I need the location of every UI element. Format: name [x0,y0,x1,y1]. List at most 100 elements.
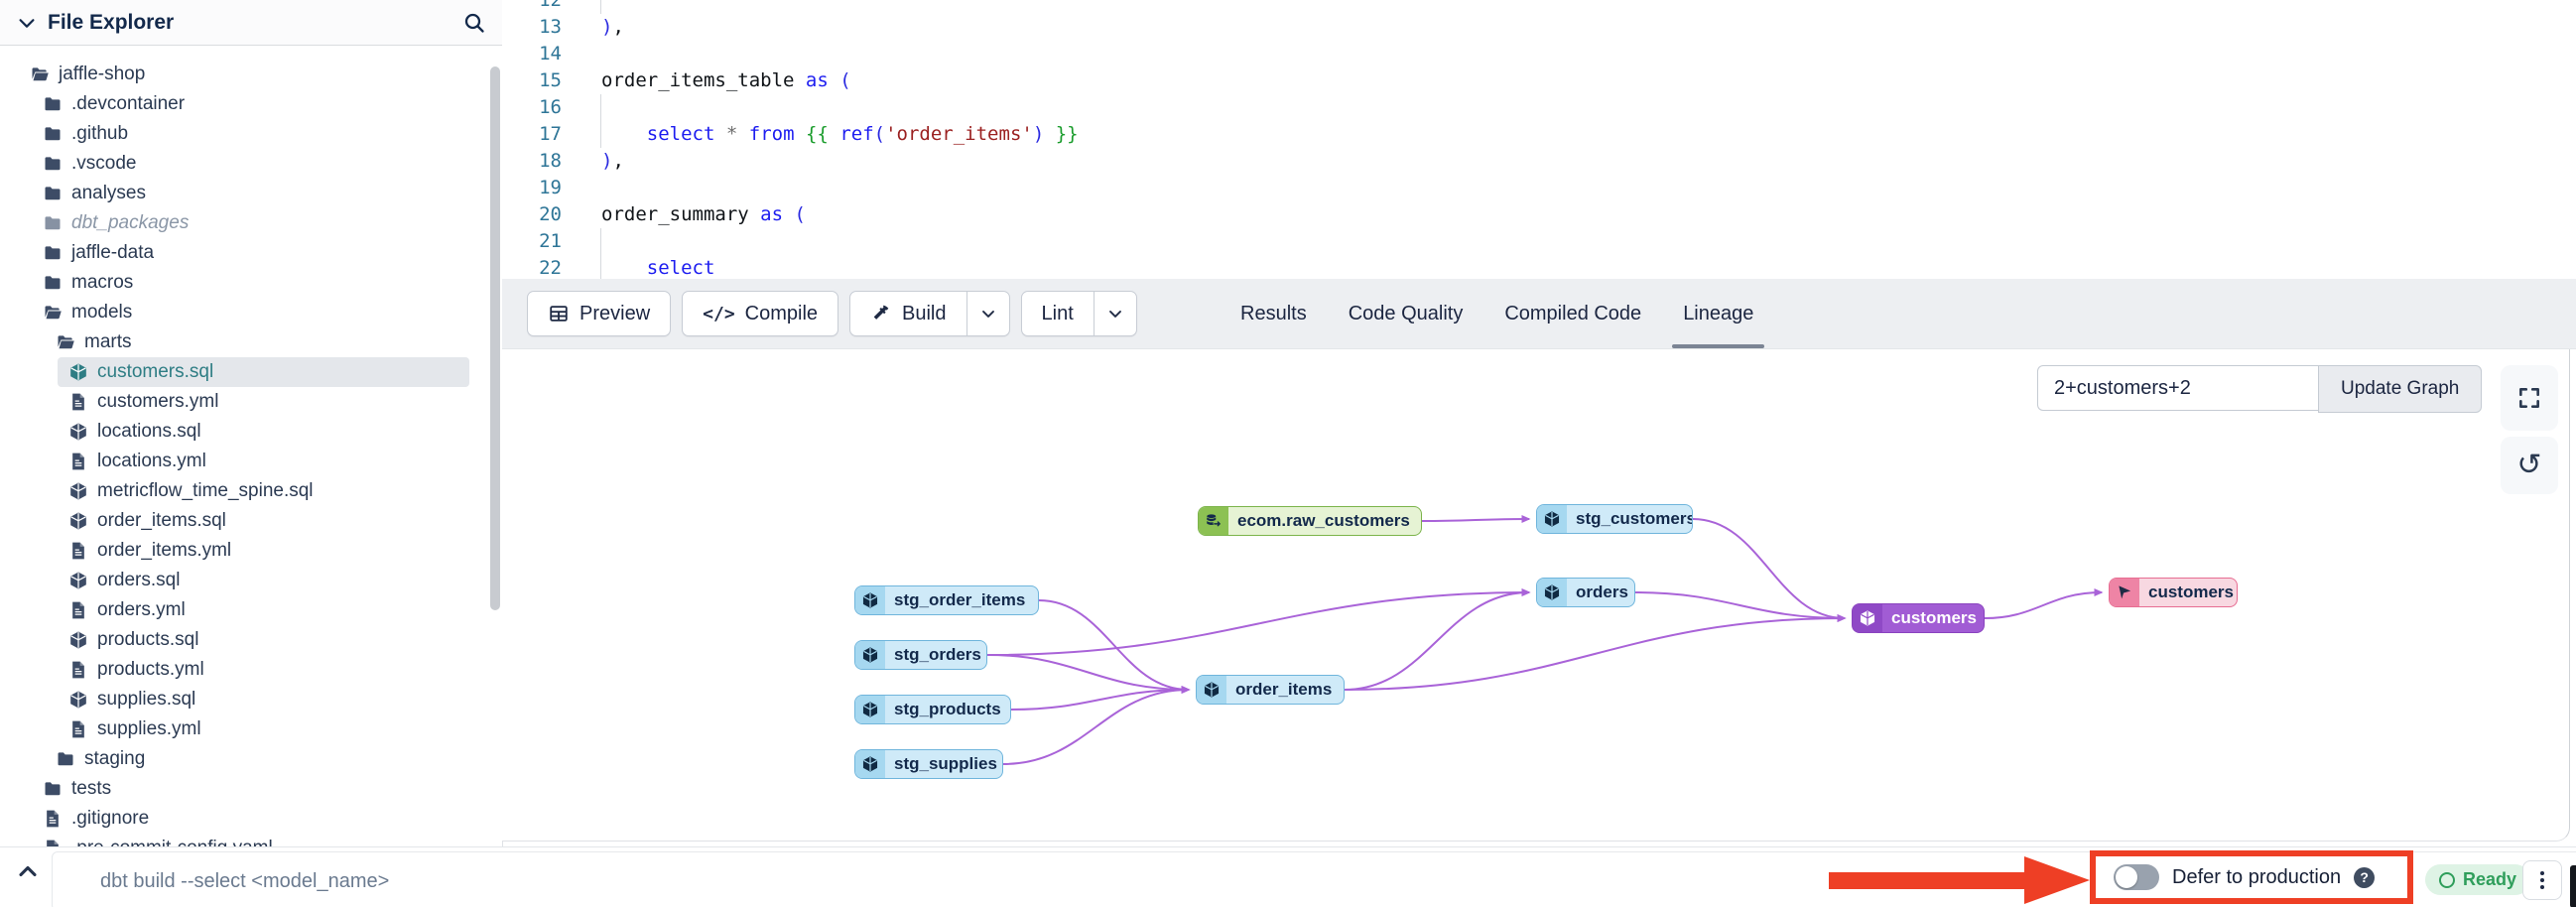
lineage-node-stg_products[interactable]: stg_products [854,695,1011,724]
sidebar-scrollbar-thumb[interactable] [490,66,500,610]
cube-icon [1537,579,1567,606]
tree-item-models[interactable]: models [0,298,502,327]
tree-item-macros[interactable]: macros [0,268,502,298]
lint-button[interactable]: Lint [1041,302,1074,324]
tree-item-tests[interactable]: tests [0,774,502,804]
line-content [562,175,601,201]
command-bar: Defer to production ? Ready [0,846,2576,907]
line-content [562,228,601,255]
selector-input[interactable] [2037,365,2318,411]
chevron-up-icon[interactable] [14,857,42,885]
tree-item-label: .pre-commit-config.yaml [71,838,273,846]
lineage-node-customers[interactable]: customers [1852,603,1985,633]
line-number: 19 [539,177,562,198]
tree-item-locations.sql[interactable]: locations.sql [0,417,502,447]
tree-item-supplies.yml[interactable]: supplies.yml [0,714,502,744]
code-line-12: 12 [502,0,2576,14]
tree-item-label: macros [71,272,134,293]
cube-icon [1197,676,1226,704]
line-number: 16 [539,96,562,118]
overflow-menu-button[interactable] [2522,860,2562,900]
tree-item-.pre-commit-config.yaml[interactable]: .pre-commit-config.yaml [0,834,502,846]
tree-item-orders.yml[interactable]: orders.yml [0,595,502,625]
tree-item-analyses[interactable]: analyses [0,179,502,208]
tree-item-.devcontainer[interactable]: .devcontainer [0,89,502,119]
tree-item-customers.sql[interactable]: customers.sql [0,357,502,387]
edge-stg_customers-to-customers [1692,518,1847,622]
tree-item-.github[interactable]: .github [0,119,502,149]
tree-item-products.yml[interactable]: products.yml [0,655,502,685]
code-line-13: 13), [502,14,2576,41]
lineage-node-customers_exposure[interactable]: customers [2109,578,2238,607]
doc-icon [68,392,88,412]
edge-stg_orders-to-order_items [986,654,1191,694]
database-icon [1199,507,1228,535]
model-icon [68,422,88,442]
node-label: customers [2148,583,2234,601]
tree-item-label: products.yml [97,659,204,680]
table-icon [548,303,570,324]
tab-compiled-code[interactable]: Compiled Code [1504,302,1642,324]
node-label: stg_orders [894,645,981,664]
tree-item-metricflow_time_spine.sql[interactable]: metricflow_time_spine.sql [0,476,502,506]
tab-results[interactable]: Results [1240,302,1307,324]
tree-item-jaffle-data[interactable]: jaffle-data [0,238,502,268]
preview-button[interactable]: Preview [527,291,672,336]
tree-item-customers.yml[interactable]: customers.yml [0,387,502,417]
tree-item-products.sql[interactable]: products.sql [0,625,502,655]
tree-item-marts[interactable]: marts [0,327,502,357]
compile-button[interactable]: </>Compile [682,291,839,336]
tree-item-label: orders.yml [97,599,186,620]
line-number: 12 [539,0,562,11]
reset-view-button[interactable]: ↺ [2501,437,2558,494]
hammer-icon [870,303,892,324]
tree-item-.vscode[interactable]: .vscode [0,149,502,179]
lint-dropdown-button[interactable] [1093,292,1136,335]
tree-item-order_items.sql[interactable]: order_items.sql [0,506,502,536]
tree-item-orders.sql[interactable]: orders.sql [0,566,502,595]
doc-icon [68,452,88,471]
tree-item-supplies.sql[interactable]: supplies.sql [0,685,502,714]
tree-item-jaffle-shop[interactable]: jaffle-shop [0,60,502,89]
help-icon[interactable]: ? [2354,866,2376,888]
search-icon[interactable] [462,11,486,35]
tree-item-.gitignore[interactable]: .gitignore [0,804,502,834]
collapse-chevron-icon[interactable] [16,12,38,34]
doc-icon [43,809,63,829]
update-graph-button[interactable]: Update Graph [2318,365,2483,413]
lineage-node-stg_order_items[interactable]: stg_order_items [854,585,1039,615]
tree-item-staging[interactable]: staging [0,744,502,774]
lineage-node-stg_supplies[interactable]: stg_supplies [854,749,1003,779]
tree-item-order_items.yml[interactable]: order_items.yml [0,536,502,566]
doc-icon [68,719,88,739]
fullscreen-button[interactable] [2501,365,2558,431]
defer-to-production-toggle[interactable] [2114,864,2159,890]
build-button[interactable]: Build [850,303,966,325]
tab-lineage[interactable]: Lineage [1662,279,1774,348]
folder-icon [43,184,63,203]
lineage-node-orders[interactable]: orders [1536,578,1635,607]
lineage-node-stg_orders[interactable]: stg_orders [854,640,987,670]
tab-code-quality[interactable]: Code Quality [1348,302,1464,324]
line-content: order_items_table as ( [601,69,851,91]
code-line-18: 18), [502,148,2576,175]
tree-item-locations.yml[interactable]: locations.yml [0,447,502,476]
folder-icon [43,243,63,263]
tree-item-label: order_items.yml [97,540,232,561]
build-dropdown-button[interactable] [966,292,1009,335]
lineage-node-stg_customers[interactable]: stg_customers [1536,504,1693,534]
node-label: order_items [1235,680,1333,699]
tree-item-dbt_packages[interactable]: dbt_packages [0,208,502,238]
model-icon [68,362,88,382]
lineage-node-ecom.raw_customers[interactable]: ecom.raw_customers [1198,506,1422,536]
line-number: 21 [539,230,562,252]
lineage-node-order_items[interactable]: order_items [1196,675,1345,705]
edge-stg_products-to-order_items [1010,686,1191,711]
tree-item-label: orders.sql [97,570,181,590]
doc-icon [43,839,63,846]
